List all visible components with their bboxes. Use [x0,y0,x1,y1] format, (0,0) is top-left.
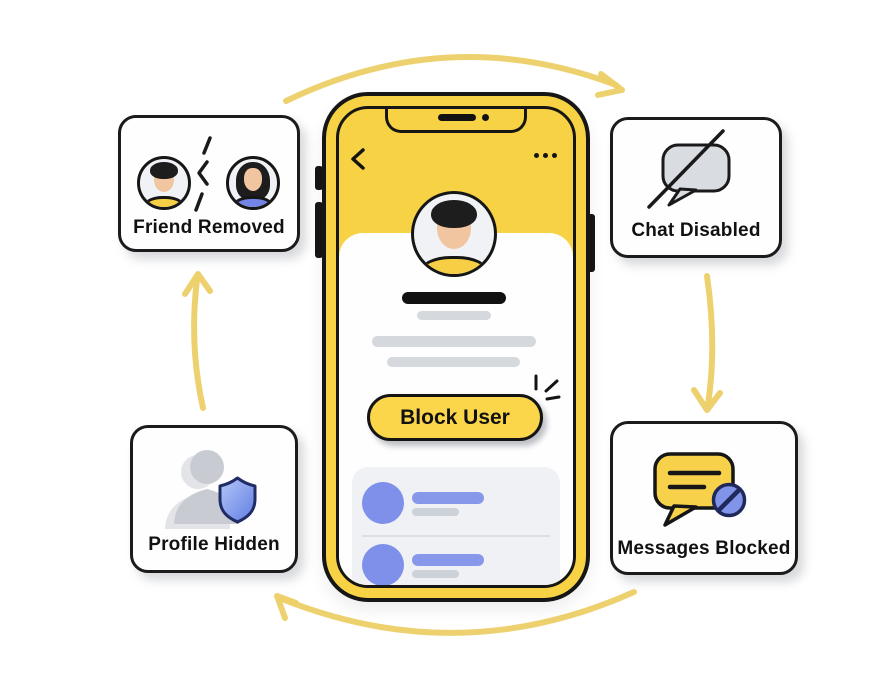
cycle-arrow-right-icon [691,273,723,413]
phone-notch [385,109,527,133]
avatar-face [243,168,263,192]
more-menu-icon[interactable] [534,153,557,158]
avatar-shirt [143,195,185,207]
contact-avatar [362,544,404,585]
phone-screen: Block User [336,106,576,588]
female-avatar-icon [226,156,280,210]
contact-list-card [352,467,560,585]
phone-power-button [587,214,595,272]
friend-removed-label: Friend Removed [133,217,285,238]
male-avatar-icon [137,156,191,210]
chat-disabled-label: Chat Disabled [631,220,761,241]
messages-blocked-label: Messages Blocked [617,538,791,559]
avatar-hair [150,162,178,180]
avatar-shirt [420,255,488,274]
card-friend-removed: Friend Removed [118,115,300,252]
profile-avatar-icon [411,191,497,277]
phone-mute-switch [315,166,323,190]
phone-frame: Block User [322,92,590,602]
handle-placeholder-line [417,311,491,320]
card-profile-hidden: Profile Hidden [130,425,298,573]
cycle-arrow-left-icon [182,271,213,411]
phone-volume-button [315,202,323,258]
contact-sub-line [412,570,459,578]
bio-placeholder-line [372,336,536,347]
bio-placeholder-line [387,357,520,367]
contact-sub-line [412,508,459,516]
list-divider [362,535,550,537]
avatar-shirt [232,195,274,207]
avatar-hair [430,199,478,228]
block-user-label: Block User [400,405,510,429]
contact-name-line [412,492,484,504]
block-user-button[interactable]: Block User [367,394,543,441]
card-chat-disabled: Chat Disabled [610,117,782,258]
profile-hidden-label: Profile Hidden [148,534,280,555]
card-messages-blocked: Messages Blocked [610,421,798,575]
back-chevron-icon[interactable] [349,147,367,171]
contact-name-line [412,554,484,566]
click-spark-icon [534,374,561,401]
speaker-grille-icon [438,114,476,121]
contact-avatar [362,482,404,524]
camera-dot-icon [482,114,489,121]
name-placeholder-line [402,292,506,304]
